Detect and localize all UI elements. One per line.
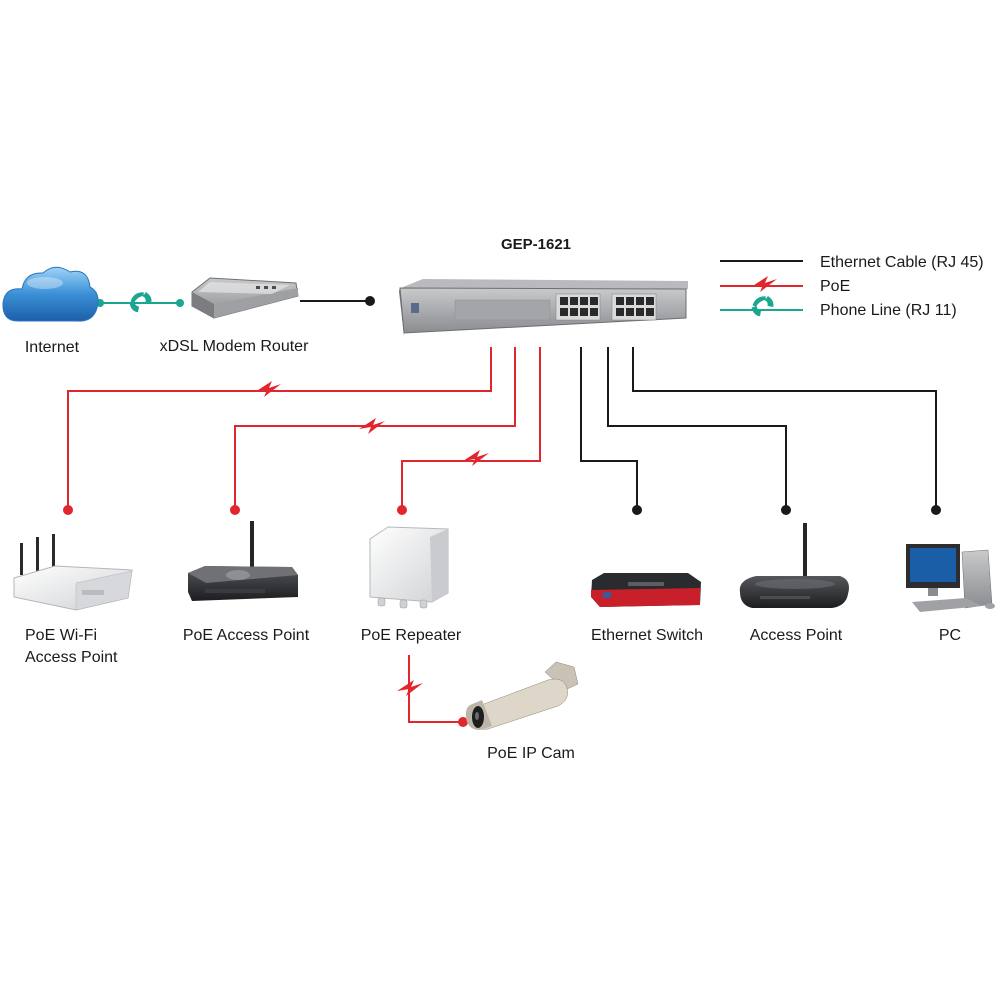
modem-router-icon: [191, 277, 299, 319]
poe-repeater-label: PoE Repeater: [361, 627, 462, 644]
main-switch-node: GEP-1621: [399, 236, 688, 336]
poe-bolt-icon: [255, 381, 281, 397]
legend-ethernet-label: Ethernet Cable (RJ 45): [820, 254, 984, 271]
internet-label: Internet: [25, 339, 80, 356]
poe-wifi-ap-label-line2: Access Point: [25, 649, 118, 666]
ethernet-line-ethernet-switch: [580, 347, 642, 515]
access-point-node: Access Point: [739, 523, 849, 644]
phone-handset-icon: [129, 291, 152, 313]
poe-line-ip-cam: [397, 655, 468, 727]
pc-node: PC: [906, 544, 995, 644]
antenna-icon: [250, 521, 254, 573]
wireless-router-icon: [739, 523, 849, 608]
poe-wifi-ap-label-line1: PoE Wi-Fi: [25, 627, 97, 644]
poe-repeater-node: PoE Repeater: [361, 526, 462, 644]
antenna-icon: [20, 543, 23, 575]
ethernet-line-pc: [632, 347, 941, 515]
legend-poe-label: PoE: [820, 278, 850, 295]
ethernet-line-modem-switch: [300, 296, 375, 306]
port-block-left: [555, 293, 601, 321]
modem-node: xDSL Modem Router: [160, 277, 309, 355]
legend-phone-label: Phone Line (RJ 11): [820, 302, 957, 319]
poe-line-repeater: [397, 347, 541, 515]
ethernet-switch-icon: [591, 573, 701, 607]
ip-camera-icon: [465, 661, 579, 730]
antenna-icon: [52, 534, 55, 572]
access-point-label: Access Point: [750, 627, 843, 644]
modem-label: xDSL Modem Router: [160, 338, 309, 355]
ethernet-switch-label: Ethernet Switch: [591, 627, 703, 644]
mouse-icon: [985, 603, 995, 609]
cloud-icon: [2, 266, 99, 322]
rackmount-switch-icon: [399, 279, 688, 336]
poe-ip-cam-node: PoE IP Cam: [465, 661, 579, 762]
wifi-router-icon: [13, 534, 133, 611]
keyboard-icon: [912, 598, 982, 612]
poe-ip-cam-label: PoE IP Cam: [487, 745, 575, 762]
switch-model-label: GEP-1621: [501, 236, 571, 253]
poe-wifi-ap-node: PoE Wi-Fi Access Point: [13, 534, 133, 666]
access-point-icon: [188, 521, 298, 601]
ethernet-switch-node: Ethernet Switch: [591, 573, 703, 644]
brand-logo-icon: [411, 303, 419, 313]
brand-logo-icon: [603, 592, 611, 598]
repeater-icon: [369, 526, 449, 609]
poe-bolt-icon: [751, 276, 777, 292]
desktop-pc-icon: [906, 544, 995, 612]
poe-ap-label: PoE Access Point: [183, 627, 310, 644]
ethernet-line-access-point: [607, 347, 791, 515]
legend: Ethernet Cable (RJ 45) PoE Phone Line (R…: [720, 254, 984, 319]
poe-bolt-icon: [463, 450, 489, 466]
antenna-icon: [36, 537, 39, 573]
poe-line-access-point: [230, 347, 516, 515]
port-block-right: [611, 293, 657, 321]
antenna-icon: [803, 523, 807, 581]
phone-handset-icon: [751, 295, 774, 317]
phone-line-internet-modem: [96, 291, 184, 313]
internet-node: Internet: [2, 266, 99, 356]
poe-ap-node: PoE Access Point: [183, 521, 310, 644]
pc-label: PC: [939, 627, 961, 644]
poe-line-wifi-ap: [63, 347, 492, 515]
